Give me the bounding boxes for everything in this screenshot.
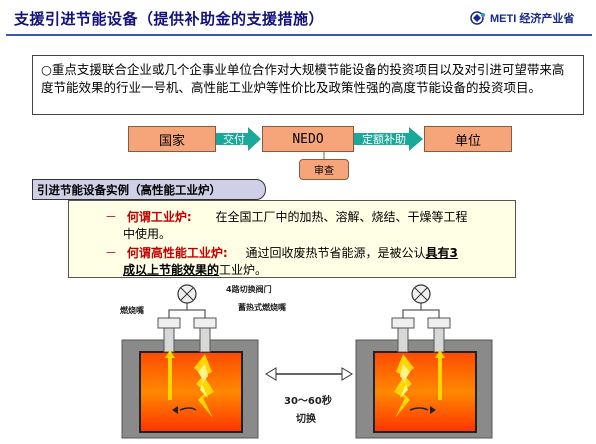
furnace-illustration [121, 284, 493, 439]
definition-text: 通过回收废热节省能源，是被公认 [245, 246, 426, 260]
definition-text: 工业炉。 [219, 263, 268, 277]
bullet-dash: － [105, 246, 118, 260]
emphasis-text: 成以上节能效果的 [123, 263, 220, 277]
definition-line-2: － 何谓高性能工业炉: 通过回收废热节省能源，是被公认具有3 [105, 245, 458, 262]
arrow-label-subsidy: 定额补助 [362, 133, 406, 146]
intro-box: ○重点支援联合企业或几个企事业单位合作对大规模节能设备的投资项目以及对引进可望带… [32, 55, 584, 115]
arrow-label-delivery: 交付 [223, 133, 245, 146]
switch-time-label: 30～60秒 [284, 396, 332, 407]
example-tab: 引进节能设备实例（高性能工业炉） [32, 179, 266, 200]
bullet-dash: － [105, 210, 118, 224]
term-industrial-furnace: 何谓工业炉: [126, 210, 192, 224]
definition-box: － 何谓工业炉: 在全国工厂中的加热、溶解、烧结、干燥等工程 中使用。 － 何谓… [68, 200, 516, 278]
arrow-delivery [216, 127, 261, 151]
flow-box-country: 国家 [128, 126, 216, 152]
title-divider [6, 34, 592, 36]
meti-logo: METI 经济产业省 [470, 10, 574, 26]
emphasis-text: 具有3 [425, 246, 458, 260]
flow-box-unit: 单位 [424, 126, 512, 152]
arrow-subsidy [354, 127, 423, 151]
definition-text: 在全国工厂中的加热、溶解、烧结、干燥等工程 [215, 210, 468, 224]
meti-logo-icon [470, 11, 485, 25]
definition-line-1: － 何谓工业炉: 在全国工厂中的加热、溶解、烧结、干燥等工程 [105, 209, 468, 226]
logo-text: METI 经济产业省 [490, 13, 575, 25]
valve-label: 4路切换阀门 [226, 285, 272, 294]
review-label: 审查 [299, 159, 349, 180]
page-title: 支援引进节能设备（提供补助金的支援措施） [14, 10, 325, 28]
burner-label: 燃烧嘴 [120, 306, 144, 315]
definition-line-1b: 中使用。 [123, 227, 172, 241]
switch-arrow [265, 367, 353, 381]
furnace-diagram: 燃烧嘴 4路切换阀门 蓄热式燃烧嘴 30～60秒 切换 [0, 280, 596, 444]
right-furnace [355, 284, 493, 439]
regenerative-burner-label: 蓄热式燃烧嘴 [238, 303, 286, 312]
left-furnace [121, 284, 259, 439]
definition-line-2b: 成以上节能效果的工业炉。 [123, 262, 267, 279]
switch-label: 切换 [296, 414, 316, 425]
flow-box-nedo: NEDO [262, 126, 354, 152]
term-high-performance-furnace: 何谓高性能工业炉: [126, 246, 228, 260]
